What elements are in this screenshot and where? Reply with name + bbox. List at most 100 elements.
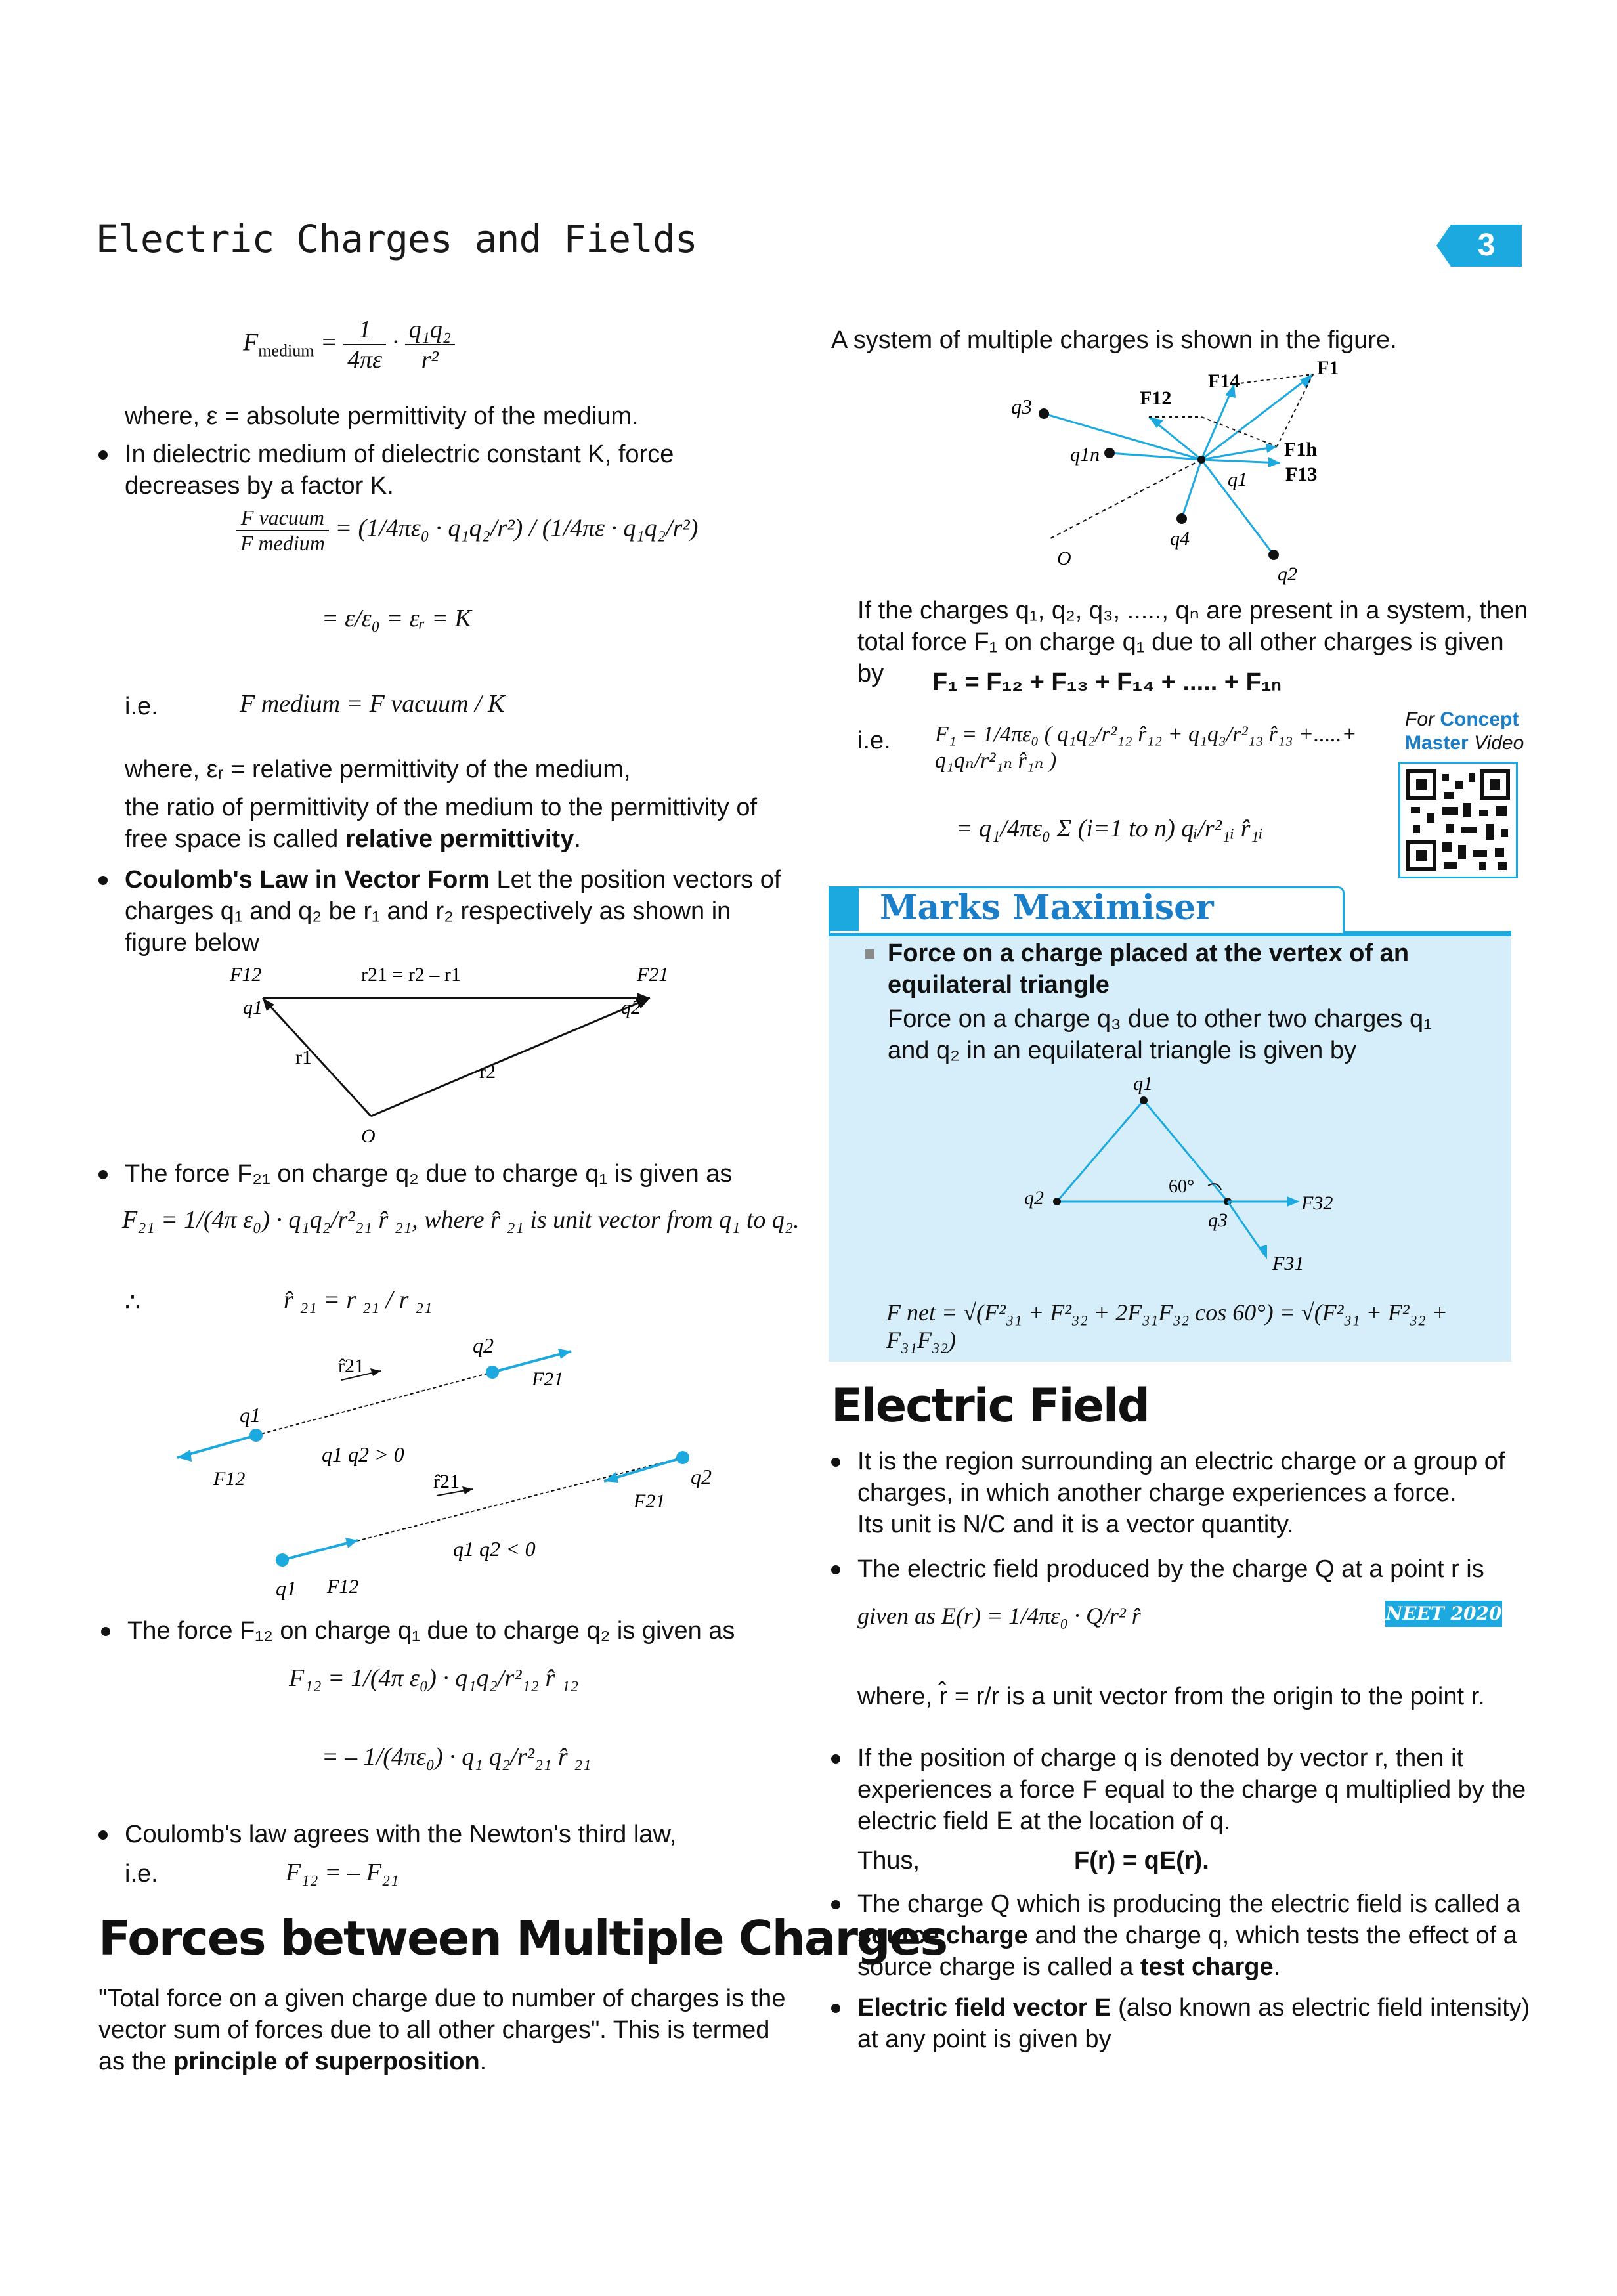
label-r2: r2 [479,1061,496,1083]
label-F12: F12 [229,964,261,986]
label-F12: F12 [1140,387,1171,409]
eq-fnet: F net = √(F²₃₁ + F²₃₂ + 2F₃₁F₃₂ cos 60°)… [886,1299,1448,1353]
if-charges-text: If the charges q₁, q₂, q₃, ....., qₙ are… [857,597,1528,687]
bullet-coulomb-vector: Coulomb's Law in Vector Form Let the pos… [98,864,794,959]
page-number: 3 [1436,225,1522,267]
label-F21: F21 [636,964,668,986]
bullet-ef-vector: Electric field vector E (also known as e… [831,1992,1534,2055]
qr-caption: For Concept Master Video [1405,708,1524,754]
label-q4: q4 [1170,528,1190,550]
bullet-f21: The force F₂₁ on charge q₂ due to charge… [98,1158,732,1190]
charge-q4 [1176,513,1187,524]
label-F21-b: F21 [633,1490,665,1512]
label-rhat-a: r̂21 [338,1355,364,1377]
bullet-f12: The force F₁₂ on charge q₁ due to charge… [100,1615,735,1647]
charge-q2-tri [1053,1198,1061,1205]
superposition-text: "Total force on a given charge due to nu… [98,1985,786,2075]
eq-ratio-k: = ε/ε₀ = εᵣ = K [322,605,471,632]
ie-label-right: i.e. [857,727,891,754]
r1-line [261,997,372,1117]
ie-label: i.e. [125,693,158,720]
label-q1-tri: q1 [1133,1073,1153,1094]
system-text: A system of multiple charges is shown in… [831,326,1397,354]
figure-position-vectors: F12 q1 r21 = r2 – r1 F21 q2 r1 r2 O [229,964,668,1142]
label-cond-b: q1 q2 < 0 [453,1537,536,1561]
eq-rhat: r̂ ₂₁ = r ₂₁ / r ₂₁ [284,1286,433,1314]
chapter-title: Electric Charges and Fields [96,217,698,261]
label-r1: r1 [295,1047,312,1068]
charge-q2-a [486,1366,499,1379]
label-F1h: F1h [1284,439,1317,460]
eq-sigma: = q₁/4πε₀ Σ (i=1 to n) qᵢ/r²₁ᵢ r̂₁ᵢ [956,815,1263,842]
charge-q2-b [676,1451,689,1464]
marks-maximiser-tab [829,886,859,931]
label-rhat-b: r̂21 [433,1471,460,1492]
label-q1-a: q1 [240,1403,261,1427]
bullet-source-charge: The charge Q which is producing the elec… [831,1888,1534,1983]
marks-maximiser-box [829,931,1511,1362]
eq-f12-2: = – 1/(4πε₀) · q₁ q₂/r²₂₁ r̂ ₂₁ [322,1743,592,1771]
label-cond-a: q1 q2 > 0 [322,1442,404,1466]
bullet-newton: Coulomb's law agrees with the Newton's t… [98,1819,676,1850]
marks-maximiser-header [829,886,1345,933]
label-q2-b: q2 [691,1465,712,1488]
bullet-ef-region: It is the region surrounding an electric… [831,1446,1534,1509]
label-F12-b: F12 [326,1576,358,1597]
label-F21-a: F21 [531,1368,563,1390]
eq-total-force: F₁ = 1/4πε₀ ( q₁q₂/r²₁₂ r̂₁₂ + q₁q₃/r²₁₃… [935,722,1357,773]
figure-multiple-charges: F14 F1 F12 q3 q1n F1h q1 F13 q4 O q2 [1011,357,1339,585]
label-F31: F31 [1272,1253,1304,1274]
mm-heading: Force on a charge placed at the vertex o… [888,940,1410,999]
newton-ie: i.e. [125,1860,158,1888]
qr-pattern-icon [1406,769,1510,871]
label-q1: q1 [243,997,263,1018]
label-q3-tri: q3 [1208,1209,1228,1231]
eq-ef-given: given as E(r) = 1/4πε₀ · Q/r² r̂ [857,1603,1141,1629]
where-epsr: where, εᵣ = relative permittivity of the… [125,756,631,783]
charge-q1 [1197,456,1205,464]
label-angle-60: 60° [1169,1177,1194,1197]
eq-fmedium-k: F medium = F vacuum / K [240,690,505,718]
figure-force-directions: q2 r̂21 F21 q1 q1 q2 > 0 F12 q2 r̂21 F21… [177,1333,712,1600]
label-q2: q2 [1278,563,1297,585]
marks-maximiser-title: Marks Maximiser [880,888,1214,928]
label-q2: q2 [621,997,641,1018]
charge-q2 [1268,550,1279,560]
charge-q1-b [276,1553,289,1567]
figure-equilateral-triangle: q1 q2 60° q3 F32 F31 [1024,1073,1333,1274]
charge-q3 [1039,408,1049,419]
bullet-ef-produced: The electric field produced by the charg… [831,1553,1534,1585]
neet-badge: NEET 2020 [1385,1601,1502,1627]
relative-permittivity-text: the ratio of permittivity of the medium … [125,794,758,853]
label-q1n: q1n [1070,444,1100,466]
eq-newton: F₁₂ = – F₂₁ [286,1859,399,1886]
section-multiple-charges: Forces between Multiple Charges [98,1911,948,1966]
eq-f12-1: F₁₂ = 1/(4π ε₀) · q₁q₂/r²₁₂ r̂ ₁₂ [289,1664,579,1692]
charge-q1-tri [1140,1096,1148,1104]
eq-ef-force: F(r) = qE(r). [1074,1847,1209,1874]
label-r21-eq: r21 = r2 – r1 [361,964,461,986]
therefore-symbol: ∴ [125,1289,141,1316]
label-q2-tri: q2 [1024,1187,1044,1209]
mm-text: Force on a charge q₃ due to other two ch… [888,1005,1432,1064]
charge-q1-a [249,1429,263,1442]
bullet-ef-position: If the position of charge q is denoted b… [831,1743,1534,1837]
label-O: O [1057,548,1071,569]
bullet-dielectric: In dielectric medium of dielectric const… [98,439,788,502]
label-F13: F13 [1285,464,1317,485]
qr-code[interactable] [1398,762,1518,878]
eq-sum-forces: F₁ = F₁₂ + F₁₃ + F₁₄ + ..... + F₁ₙ [932,668,1282,696]
where-epsilon: where, ε = absolute permittivity of the … [125,402,639,430]
label-q3: q3 [1011,395,1032,418]
label-F14: F14 [1208,370,1240,392]
label-q2-a: q2 [473,1333,494,1357]
ef-where-rhat: where, r̂ = r/r is a unit vector from th… [857,1683,1485,1710]
charge-q1n [1104,448,1115,458]
square-bullet-icon [865,949,874,959]
label-q1: q1 [1228,469,1247,490]
label-q1-b: q1 [276,1576,297,1600]
label-O: O [361,1125,376,1142]
section-electric-field: Electric Field [831,1379,1150,1433]
